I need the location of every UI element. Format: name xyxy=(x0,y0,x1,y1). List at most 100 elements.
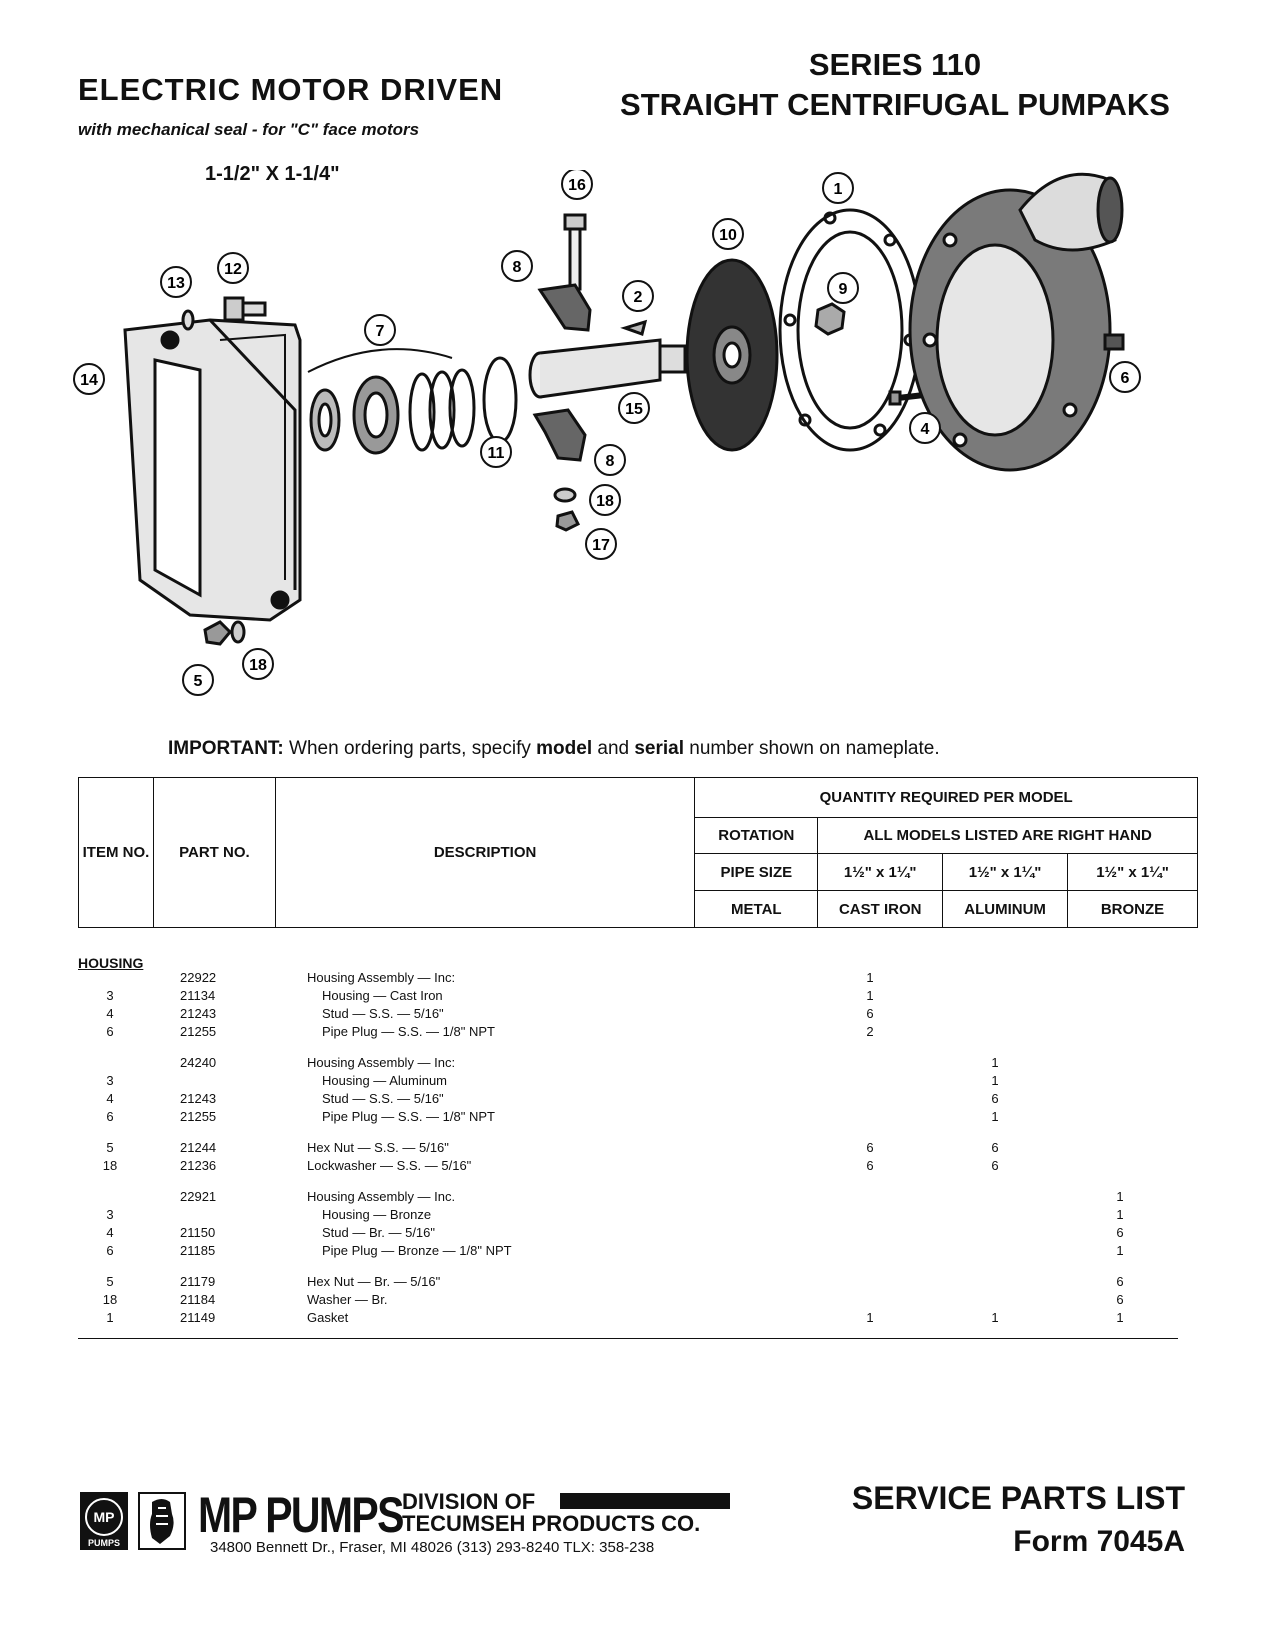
qty-bronze: 6 xyxy=(1116,1292,1124,1307)
qty-bronze: 1 xyxy=(1116,1207,1124,1222)
subtitle-mechanical-seal: with mechanical seal - for "C" face moto… xyxy=(78,120,420,139)
division-line-1: DIVISION OF xyxy=(402,1489,536,1514)
metal-cast-iron: CAST IRON xyxy=(817,890,944,928)
svg-text:2: 2 xyxy=(634,289,643,306)
header-pipe-size: PIPE SIZE xyxy=(694,853,819,891)
ordering-note: IMPORTANT: When ordering parts, specify … xyxy=(168,738,940,760)
header-description: DESCRIPTION xyxy=(274,777,696,928)
impeller xyxy=(685,258,779,452)
part-number: 21134 xyxy=(180,988,216,1003)
part-number: 22922 xyxy=(180,970,217,985)
important-text-1: When ordering parts, specify xyxy=(283,738,537,759)
size-label: 1-1/2" X 1-1/4" xyxy=(205,163,340,185)
qty-aluminum: 6 xyxy=(991,1158,999,1173)
part-item-number: 4 xyxy=(106,1006,114,1021)
part-number: 24240 xyxy=(180,1055,217,1070)
important-word-model: model xyxy=(536,738,593,759)
callout-14: 14 xyxy=(73,363,105,395)
part-description: Housing — Bronze xyxy=(322,1207,432,1222)
part-description: Gasket xyxy=(307,1310,349,1325)
part-number: 21150 xyxy=(180,1225,216,1240)
qty-aluminum: 1 xyxy=(991,1310,999,1325)
callout-2: 2 xyxy=(622,280,654,312)
callout-1: 1 xyxy=(822,172,854,204)
header-metal: METAL xyxy=(694,890,819,928)
metal-aluminum: ALUMINUM xyxy=(942,890,1069,928)
capscrew-12 xyxy=(223,296,267,322)
qty-aluminum: 6 xyxy=(991,1140,999,1155)
svg-text:10: 10 xyxy=(719,227,737,244)
part-number: 21244 xyxy=(180,1140,217,1155)
callout-10: 10 xyxy=(712,218,744,250)
capscrew-16 xyxy=(563,213,587,291)
hex-nut-5 xyxy=(203,620,233,646)
header-part-no: PART NO. xyxy=(152,777,276,928)
qty-aluminum: 1 xyxy=(991,1073,999,1088)
svg-text:16: 16 xyxy=(568,177,586,194)
series-title: SERIES 110 STRAIGHT CENTRIFUGAL PUMPAKS xyxy=(620,45,1170,125)
svg-text:18: 18 xyxy=(596,493,614,510)
callout-13: 13 xyxy=(160,266,192,298)
impeller-nut xyxy=(814,302,846,336)
part-description: Hex Nut — S.S. — 5/16" xyxy=(307,1140,449,1155)
callout-16: 16 xyxy=(561,170,593,200)
part-item-number: 6 xyxy=(106,1109,114,1124)
header-rotation-value: ALL MODELS LISTED ARE RIGHT HAND xyxy=(817,817,1198,854)
part-item-number: 3 xyxy=(106,988,114,1003)
part-number: 21255 xyxy=(180,1024,217,1039)
part-item-number: 18 xyxy=(102,1292,118,1307)
part-description: Housing Assembly — Inc. xyxy=(307,1189,456,1204)
motor-adapter-bracket xyxy=(123,318,302,622)
part-description: Pipe Plug — S.S. — 1/8" NPT xyxy=(322,1024,495,1039)
svg-text:13: 13 xyxy=(167,275,185,292)
svg-text:15: 15 xyxy=(625,401,643,418)
exploded-parts-diagram: 1 2 3 4 5 6 7 8 8 9 10 11 12 13 14 15 16… xyxy=(73,170,1141,696)
svg-text:17: 17 xyxy=(592,537,610,554)
pipe-size-cast-iron: 1½" x 1¼" xyxy=(817,853,944,891)
header-quantity: QUANTITY REQUIRED PER MODEL xyxy=(694,777,1198,818)
svg-text:8: 8 xyxy=(606,453,615,470)
part-number: 21243 xyxy=(180,1091,217,1106)
mp-logo: MP PUMPS xyxy=(80,1492,128,1550)
important-label: IMPORTANT: xyxy=(168,738,284,759)
metal-bronze: BRONZE xyxy=(1067,890,1198,928)
callout-4: 4 xyxy=(909,412,941,444)
qty-cast-iron: 6 xyxy=(866,1140,874,1155)
mp-logo-caption: PUMPS xyxy=(87,1538,120,1548)
division-bar xyxy=(560,1493,730,1509)
callout-6: 6 xyxy=(1109,361,1141,393)
svg-text:8: 8 xyxy=(513,259,522,276)
callout-12: 12 xyxy=(217,252,249,284)
part-description: Stud — S.S. — 5/16" xyxy=(322,1006,444,1021)
callout-5: 5 xyxy=(182,664,214,696)
svg-text:9: 9 xyxy=(839,281,848,298)
section-housing: HOUSING xyxy=(78,955,144,971)
part-description: Washer — Br. xyxy=(307,1292,388,1307)
svg-text:18: 18 xyxy=(249,657,267,674)
pump-housing xyxy=(908,172,1124,472)
svg-text:7: 7 xyxy=(376,323,385,340)
callout-11: 11 xyxy=(480,436,512,468)
qty-bronze: 6 xyxy=(1116,1274,1124,1289)
callout-18-lower: 18 xyxy=(242,648,274,680)
svg-text:12: 12 xyxy=(224,261,242,278)
qty-cast-iron: 1 xyxy=(866,988,874,1003)
pipe-size-bronze: 1½" x 1¼" xyxy=(1067,853,1198,891)
part-description: Hex Nut — Br. — 5/16" xyxy=(307,1274,441,1289)
callout-8-lower: 8 xyxy=(594,444,626,476)
important-text-3: number shown on nameplate. xyxy=(684,738,940,759)
qty-cast-iron: 1 xyxy=(866,1310,874,1325)
mp-logo-mark: MP xyxy=(85,1498,123,1536)
part-number: 21185 xyxy=(180,1243,216,1258)
qty-aluminum: 6 xyxy=(991,1091,999,1106)
